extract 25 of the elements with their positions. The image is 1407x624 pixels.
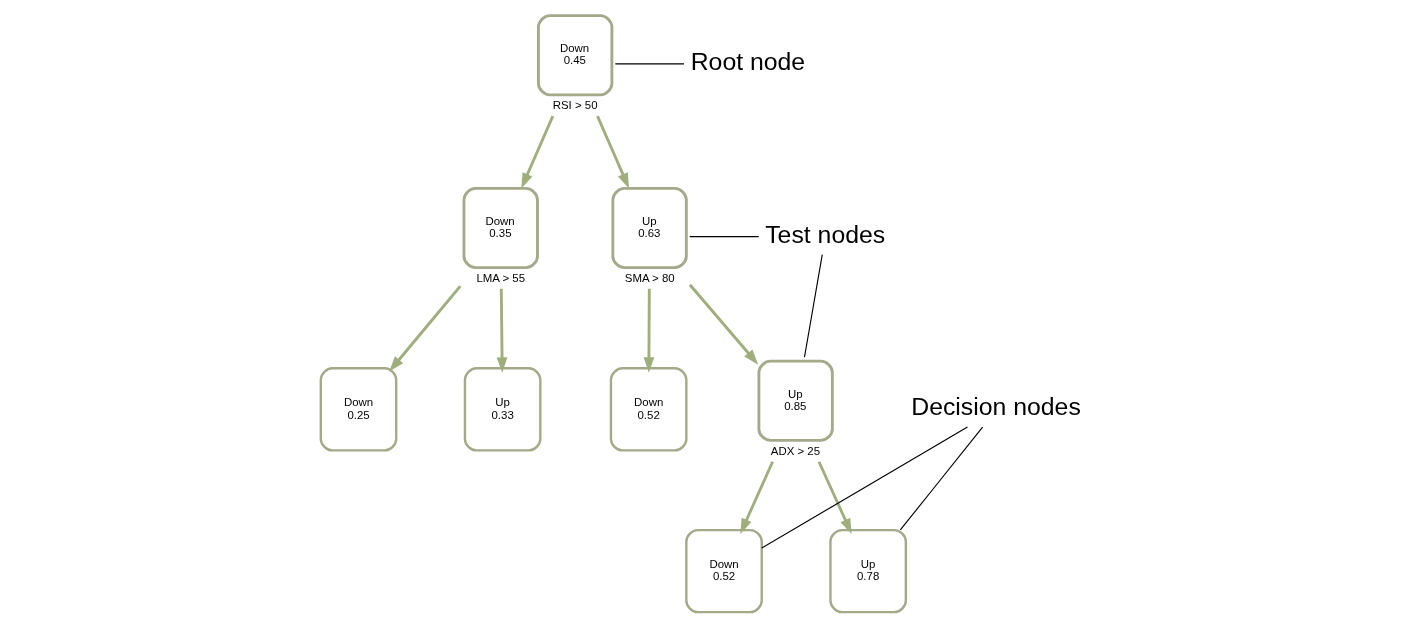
arrow	[388, 285, 461, 372]
node-box: Down 0.52	[609, 367, 688, 452]
connector	[760, 426, 968, 549]
node-label: LMA > 55	[475, 272, 525, 285]
arrow	[496, 288, 507, 373]
connector	[803, 254, 823, 358]
node-box: Down 0.25	[319, 367, 397, 452]
connector	[614, 63, 684, 65]
node-label: SMA > 80	[624, 272, 675, 285]
node-text: Test nodes	[764, 220, 885, 248]
arrow	[817, 461, 852, 534]
arrow	[595, 115, 629, 189]
arrow	[688, 283, 758, 365]
connector	[899, 426, 983, 531]
node-box: Up 0.78	[828, 528, 907, 614]
node-label: RSI > 50	[552, 99, 598, 112]
node-box: Down 0.52	[684, 528, 763, 614]
arrow	[643, 288, 654, 373]
node-text: Root node	[690, 47, 805, 75]
arrow	[520, 115, 554, 189]
node-label: ADX > 25	[770, 444, 820, 457]
node-text: Decision nodes	[910, 393, 1081, 421]
node-box: Up 0.33	[463, 367, 541, 452]
connector	[688, 236, 759, 238]
arrow	[739, 461, 774, 534]
